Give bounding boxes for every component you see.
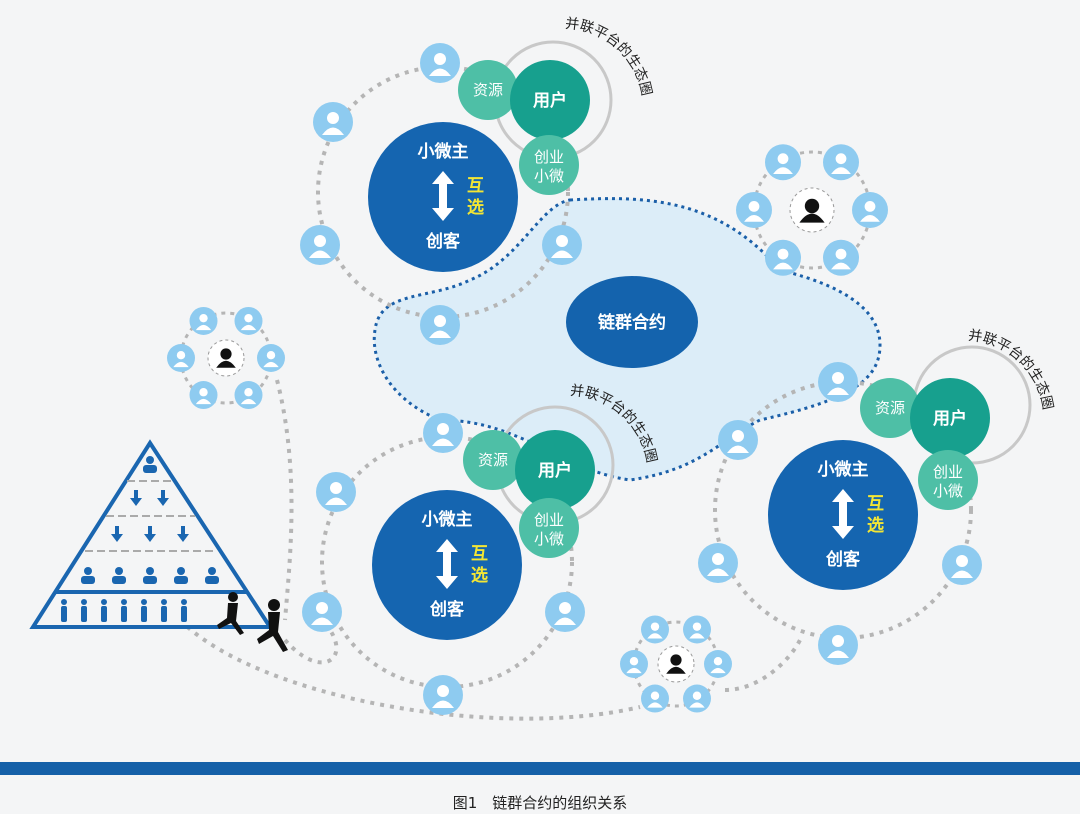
micro-owner-label: 小微主 (418, 141, 469, 162)
person-icon (683, 684, 711, 713)
person-icon (420, 305, 460, 345)
person-icon (765, 144, 801, 181)
mutual-selection-label: 互 (867, 494, 884, 514)
person-icon (316, 472, 356, 512)
person-icon (852, 192, 888, 228)
person-icon (189, 381, 218, 410)
double-arrow-icon (436, 539, 458, 589)
mutual-selection-label: 选 (471, 566, 488, 586)
center-label: 链群合约 (598, 312, 666, 333)
mutual-selection-label: 选 (467, 198, 484, 218)
team-group (736, 144, 888, 276)
startup-label: 小微 (534, 167, 564, 185)
person-icon (423, 413, 463, 453)
chain-group-contract-node (566, 276, 698, 368)
mutual-selection-label: 互 (467, 176, 484, 196)
person-icon (302, 592, 342, 632)
startup-label: 创业 (534, 148, 564, 166)
person-icon (620, 650, 648, 678)
leader-icon (666, 654, 686, 674)
mutual-selection-label: 互 (471, 544, 488, 564)
person-icon (823, 144, 859, 181)
maker-label: 创客 (429, 599, 465, 620)
person-icon (698, 543, 738, 583)
user-label: 用户 (933, 408, 967, 429)
person-icon (234, 306, 263, 335)
resource-label: 资源 (875, 399, 905, 417)
resource-label: 资源 (473, 81, 503, 99)
micro-owner-label: 小微主 (422, 509, 473, 530)
startup-label: 小微 (534, 530, 564, 548)
bottom-bar (0, 762, 1080, 775)
team-group (620, 615, 732, 713)
person-icon (420, 43, 460, 83)
leader-icon (799, 198, 825, 223)
runners-icon (217, 592, 288, 652)
pyramid-hierarchy (29, 439, 274, 629)
double-arrow-icon (832, 489, 854, 539)
person-icon (765, 239, 801, 276)
startup-label: 创业 (933, 463, 963, 481)
startup-label: 小微 (933, 482, 963, 500)
person-icon (683, 615, 711, 644)
person-icon (300, 225, 340, 265)
person-icon (823, 239, 859, 276)
person-icon (641, 684, 669, 713)
maker-label: 创客 (425, 231, 461, 252)
person-icon (189, 306, 218, 335)
resource-label: 资源 (478, 451, 508, 469)
figure-caption: 图1 链群合约的组织关系 (452, 794, 628, 812)
person-icon (423, 675, 463, 715)
person-icon (234, 381, 263, 410)
startup-label: 创业 (534, 511, 564, 529)
person-icon (167, 344, 195, 372)
micro-owner-label: 小微主 (818, 459, 869, 480)
leader-icon (216, 348, 236, 368)
person-icon (718, 420, 758, 460)
person-icon (542, 225, 582, 265)
person-icon (942, 545, 982, 585)
user-label: 用户 (538, 460, 572, 481)
user-label: 用户 (533, 90, 567, 111)
person-icon (818, 625, 858, 665)
person-icon (545, 592, 585, 632)
person-icon (736, 192, 772, 228)
mutual-selection-label: 选 (867, 516, 884, 536)
person-icon (641, 615, 669, 644)
team-group (167, 306, 285, 410)
person-icon (313, 102, 353, 142)
double-arrow-icon (432, 171, 454, 221)
person-icon (704, 650, 732, 678)
person-icon (818, 362, 858, 402)
person-icon (257, 344, 285, 372)
maker-label: 创客 (825, 549, 861, 570)
connection-lines (178, 379, 802, 721)
